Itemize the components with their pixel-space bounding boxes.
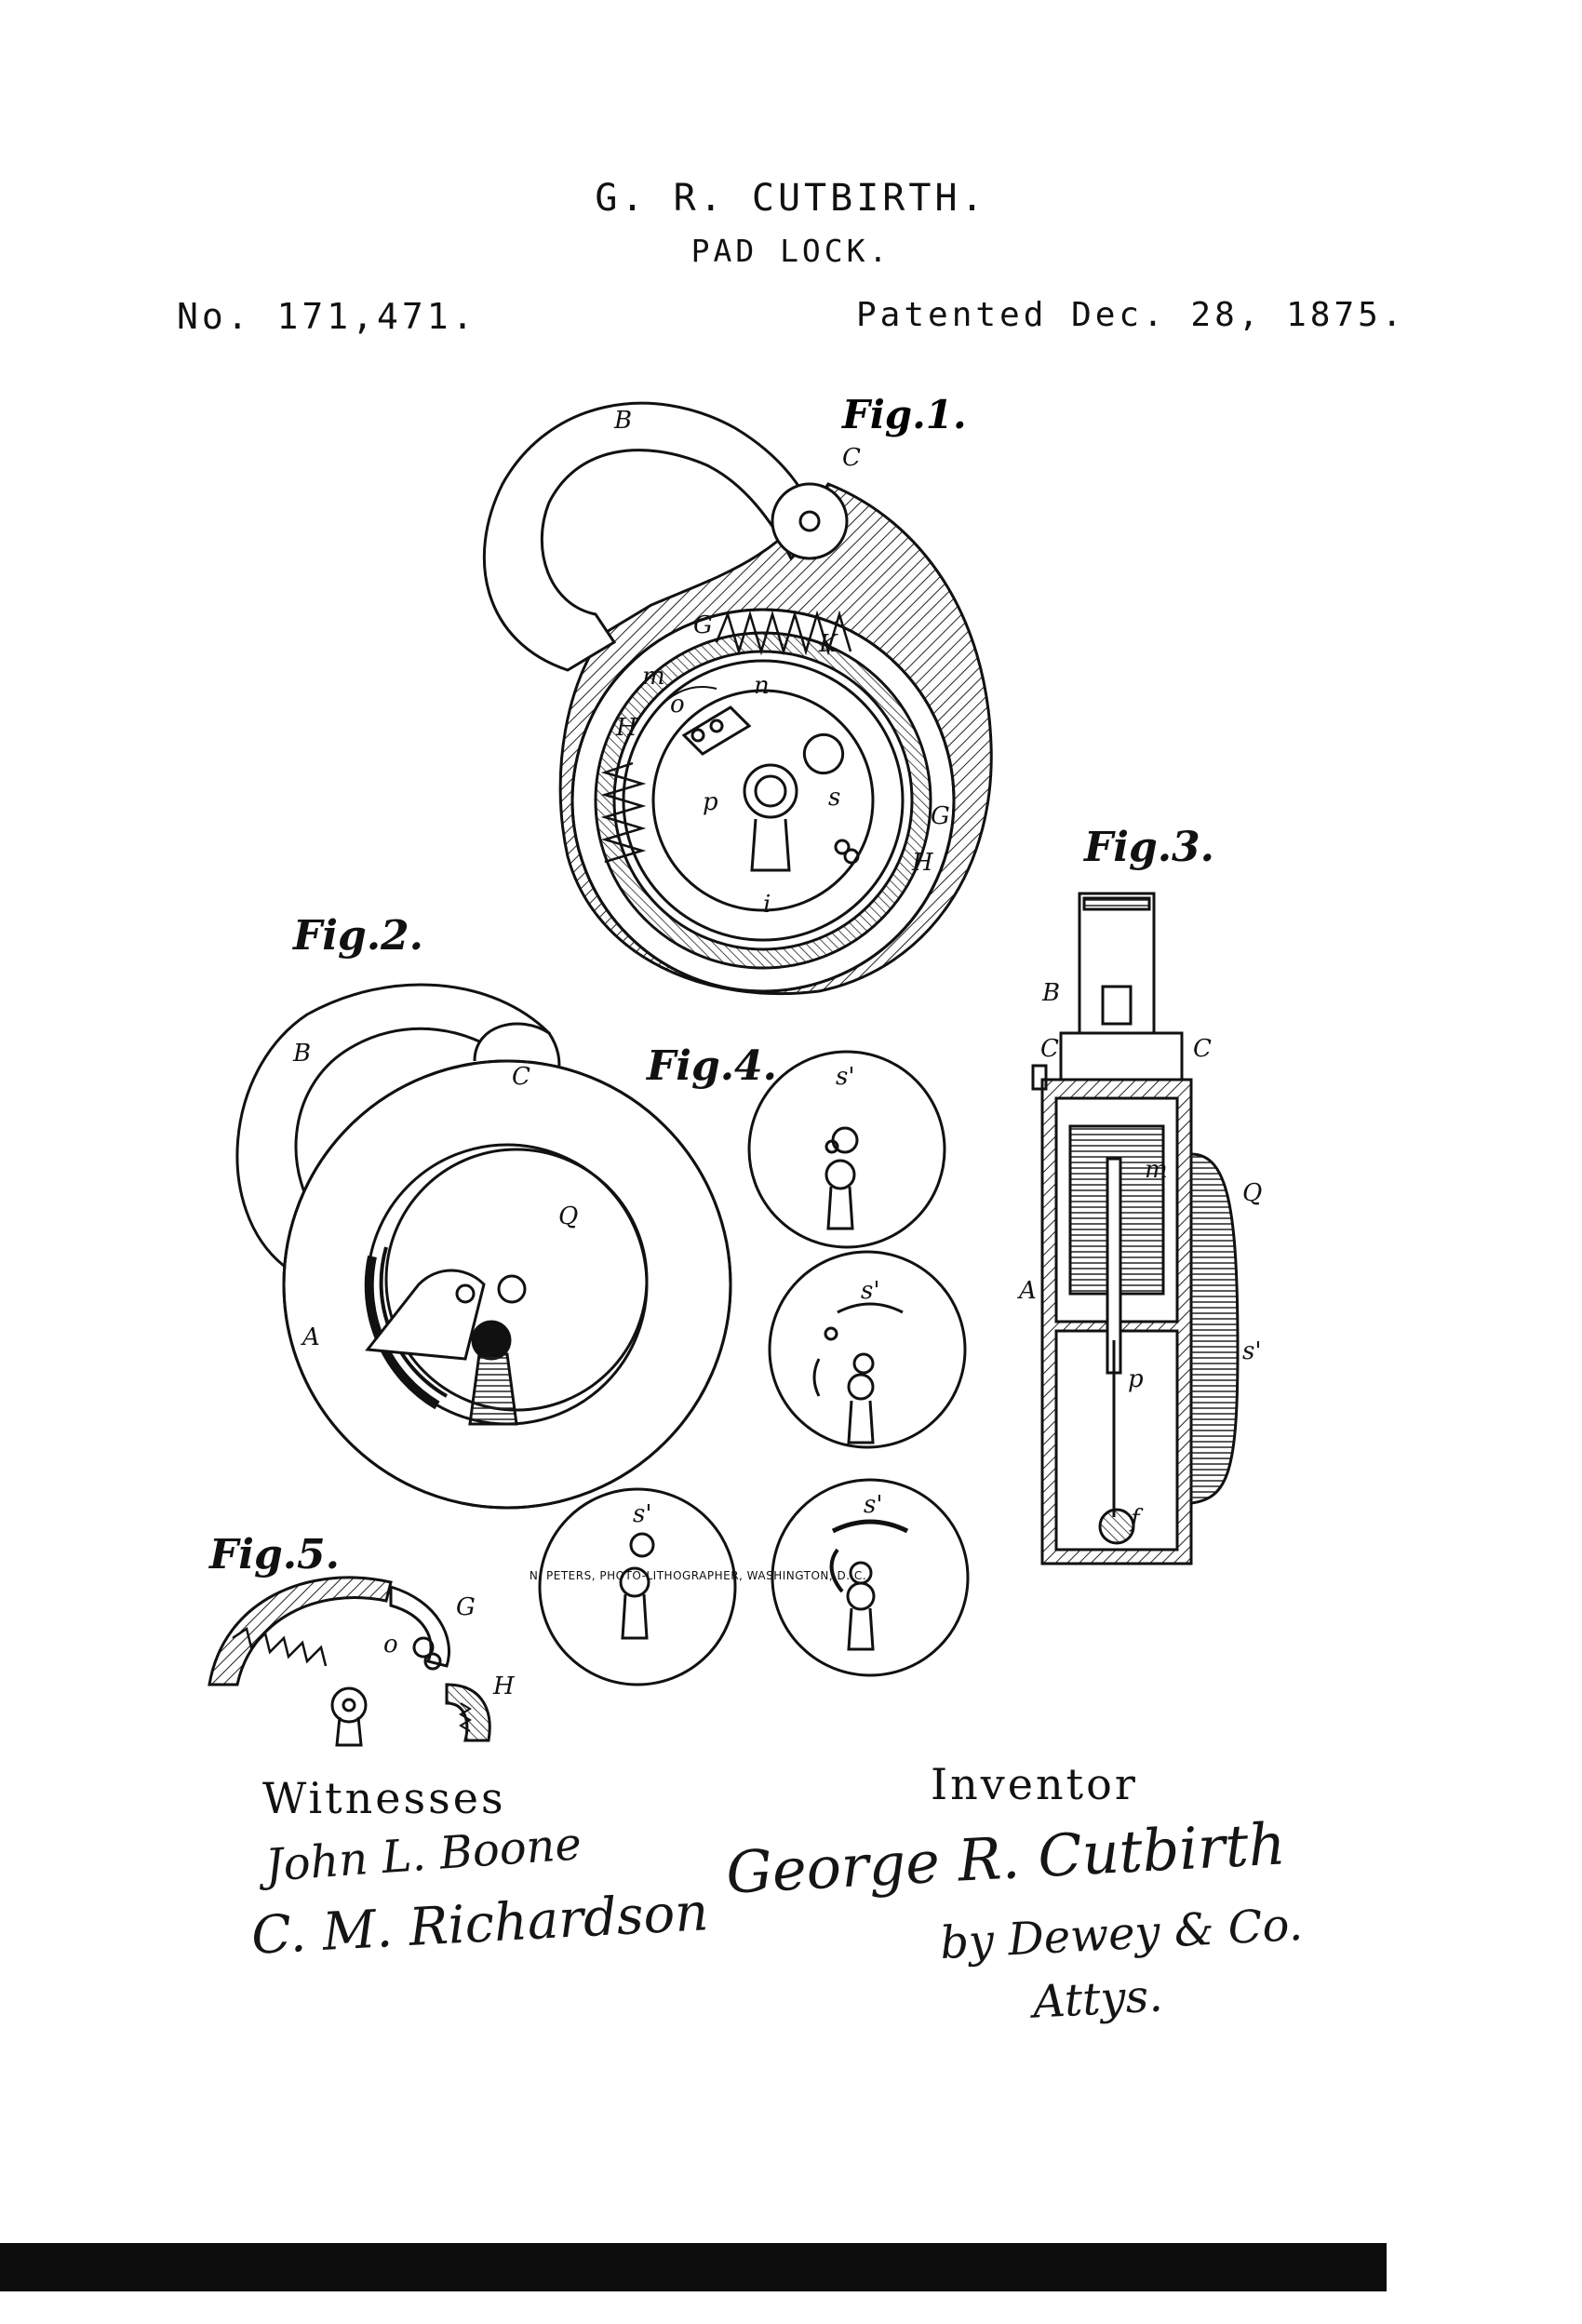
fig1-drawing (483, 401, 993, 996)
attorneys-suffix: Attys. (1031, 1969, 1164, 2029)
inventor-name: G. R. CUTBIRTH. (595, 177, 987, 220)
fig3-label: Fig.3. (1082, 824, 1214, 871)
lithographer-credit: N. PETERS, PHOTO-LITHOGRAPHER, WASHINGTO… (529, 1569, 867, 1582)
fig4-drawing (538, 1050, 970, 1686)
patent-title: PAD LOCK. (690, 233, 892, 269)
fig3-part-s: s' (1242, 1337, 1262, 1365)
fig4-label: Fig.4. (645, 1042, 777, 1090)
scan-border-bar (0, 2243, 1387, 2291)
fig3-part-B: B (1041, 979, 1060, 1007)
fig5-part-o: o (383, 1631, 398, 1659)
inventor-heading: Inventor (931, 1759, 1138, 1809)
fig3-part-m: m (1145, 1156, 1168, 1184)
fig1-part-m: m (642, 663, 665, 691)
fig5-label: Fig.5. (208, 1531, 340, 1578)
fig5-part-G: G (456, 1593, 476, 1621)
fig1-part-G2: G (931, 802, 950, 830)
patent-date: Patented Dec. 28, 1875. (856, 296, 1406, 334)
fig3-part-C2: C (1193, 1035, 1212, 1063)
fig1-label: Fig.1. (841, 392, 967, 437)
fig1-part-p: p (703, 788, 718, 816)
fig5-drawing (208, 1576, 491, 1747)
fig1-part-K: K (818, 630, 838, 658)
fig3-part-C: C (1040, 1035, 1059, 1063)
fig2-part-C: C (512, 1063, 530, 1091)
fig5-part-H: H (492, 1672, 516, 1700)
fig4-part-s4: s' (864, 1491, 883, 1519)
fig2-part-A: A (301, 1323, 320, 1351)
fig4-part-s1: s' (836, 1063, 855, 1091)
fig3-part-Q: Q (1242, 1179, 1262, 1207)
fig1-part-n: n (754, 672, 770, 700)
fig2-drawing (235, 983, 732, 1510)
fig1-part-C: C (842, 444, 861, 472)
patent-number: No. 171,471. (177, 296, 477, 337)
fig1-part-H: H (615, 714, 638, 742)
fig1-part-s: s (828, 784, 840, 812)
fig1-part-H2: H (911, 849, 934, 877)
fig3-drawing (1031, 892, 1240, 1565)
fig2-part-Q: Q (558, 1202, 578, 1230)
witnesses-heading: Witnesses (262, 1773, 506, 1823)
fig3-part-p: p (1128, 1365, 1144, 1393)
fig1-part-B: B (613, 407, 632, 435)
fig3-part-A: A (1017, 1277, 1037, 1305)
fig4-part-s2: s' (861, 1277, 880, 1305)
fig2-part-B: B (292, 1040, 311, 1068)
fig2-label: Fig.2. (291, 912, 423, 960)
fig1-part-o: o (670, 691, 685, 719)
fig4-part-s3: s' (633, 1500, 652, 1528)
fig1-part-G: G (693, 611, 713, 639)
fig1-part-i: i (763, 891, 771, 919)
